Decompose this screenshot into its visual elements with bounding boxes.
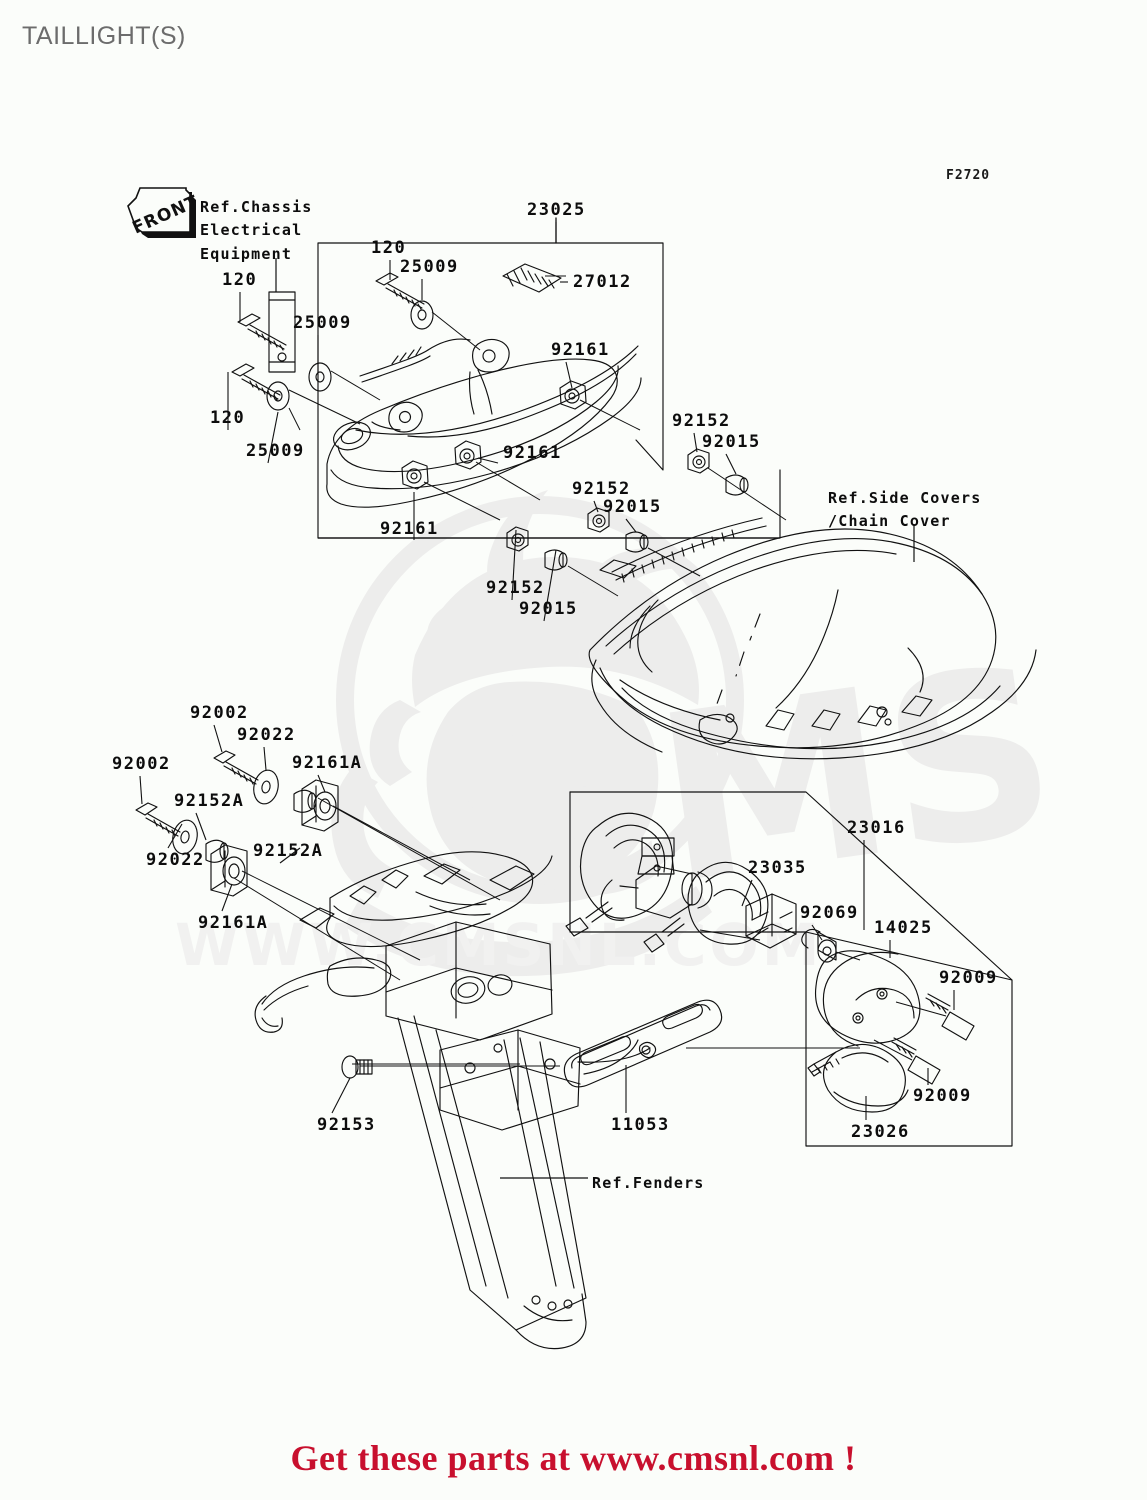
nut-92161-a <box>559 380 587 410</box>
collar-92152-a <box>687 448 710 474</box>
washer-25009-c <box>410 300 434 330</box>
bushing-92015-a <box>725 474 749 496</box>
callout-92022[interactable]: 92022 <box>146 850 205 870</box>
callout-92153[interactable]: 92153 <box>317 1115 376 1135</box>
ref-fenders-line: Ref.Fenders <box>592 1174 705 1192</box>
collar-92152A-a <box>293 789 317 813</box>
collar-92152A-b <box>205 839 229 863</box>
cover-14025 <box>814 950 921 1047</box>
nut-92161-b <box>454 440 482 470</box>
ref-chassis-electrical-line: Equipment <box>200 244 293 263</box>
washer-92022-a <box>253 769 279 805</box>
callout-92009[interactable]: 92009 <box>913 1086 972 1106</box>
callout-92152A[interactable]: 92152A <box>174 791 245 811</box>
callout-92161[interactable]: 92161 <box>503 443 562 463</box>
connector-27012 <box>502 263 562 293</box>
callout-92002[interactable]: 92002 <box>190 703 249 723</box>
ref-side-covers-line: /Chain Cover <box>828 512 951 531</box>
screw-92002-a <box>213 750 259 785</box>
license-plate-bracket <box>254 851 587 1350</box>
callout-92069[interactable]: 92069 <box>800 903 859 923</box>
callout-25009[interactable]: 25009 <box>246 441 305 461</box>
bracket-23026 <box>807 1043 909 1113</box>
bracket-23025 <box>317 217 781 539</box>
callout-92152[interactable]: 92152 <box>572 479 631 499</box>
callout-120[interactable]: 120 <box>222 270 258 290</box>
callout-14025[interactable]: 14025 <box>874 918 933 938</box>
screw-92009-a <box>925 993 975 1041</box>
callout-92152[interactable]: 92152 <box>486 578 545 598</box>
grommet-92161A-b <box>210 844 248 897</box>
callout-92152A[interactable]: 92152A <box>253 841 324 861</box>
callout-92161A[interactable]: 92161A <box>292 753 363 773</box>
screw-120-a <box>237 313 287 351</box>
ref-side-covers[interactable]: Ref.Side Covers/Chain Cover <box>828 487 981 534</box>
grommet-92161A-a <box>301 779 339 832</box>
washer-25009-b <box>308 362 332 392</box>
bulb-92069 <box>801 928 837 963</box>
callout-92022[interactable]: 92022 <box>237 725 296 745</box>
callout-25009[interactable]: 25009 <box>400 257 459 277</box>
callout-23035[interactable]: 23035 <box>748 858 807 878</box>
footer-cta: Get these parts at www.cmsnl.com ! <box>290 1438 857 1478</box>
screw-120-b <box>231 363 281 401</box>
side-cover-panel <box>588 517 1037 760</box>
bushing-92015-c <box>544 549 568 571</box>
callout-92161[interactable]: 92161 <box>551 340 610 360</box>
callout-23025[interactable]: 23025 <box>527 200 586 220</box>
callout-23016[interactable]: 23016 <box>847 818 906 838</box>
callout-92009[interactable]: 92009 <box>939 968 998 988</box>
screw-92009-b <box>891 1037 941 1085</box>
ref-chassis-electrical-line: Electrical <box>200 221 303 240</box>
callout-120[interactable]: 120 <box>371 238 407 258</box>
page-title: TAILLIGHT(S) <box>22 22 186 50</box>
bolt-92153 <box>341 1055 373 1079</box>
callout-92015[interactable]: 92015 <box>519 599 578 619</box>
callout-11053[interactable]: 11053 <box>611 1115 670 1135</box>
ref-fenders[interactable]: Ref.Fenders <box>592 1172 705 1195</box>
callout-92015[interactable]: 92015 <box>702 432 761 452</box>
nut-92161-c <box>401 460 429 490</box>
ref-chassis-electrical-line: Ref.Chassis <box>200 198 313 216</box>
screw-92002-b <box>135 802 181 837</box>
diagram-code: F2720 <box>946 168 991 183</box>
callout-92152[interactable]: 92152 <box>672 411 731 431</box>
callout-92015[interactable]: 92015 <box>603 497 662 517</box>
callout-120[interactable]: 120 <box>210 408 246 428</box>
front-arrow-badge: FRONT <box>126 184 202 246</box>
ref-side-covers-line: Ref.Side Covers <box>828 489 982 507</box>
callout-92161[interactable]: 92161 <box>380 519 439 539</box>
callout-25009[interactable]: 25009 <box>293 313 352 333</box>
callout-23026[interactable]: 23026 <box>851 1122 910 1142</box>
callout-92002[interactable]: 92002 <box>112 754 171 774</box>
collar-92152-c <box>506 526 529 552</box>
socket-assembly-23035 <box>565 812 797 953</box>
bracket-rubber-25009 <box>268 291 296 373</box>
callout-92161A[interactable]: 92161A <box>198 913 269 933</box>
bracket-23016 <box>569 791 1013 1147</box>
bracket-11053 <box>563 999 723 1088</box>
screw-120-c <box>375 272 425 310</box>
bushing-92015-b <box>625 531 649 553</box>
callout-27012[interactable]: 27012 <box>573 272 632 292</box>
